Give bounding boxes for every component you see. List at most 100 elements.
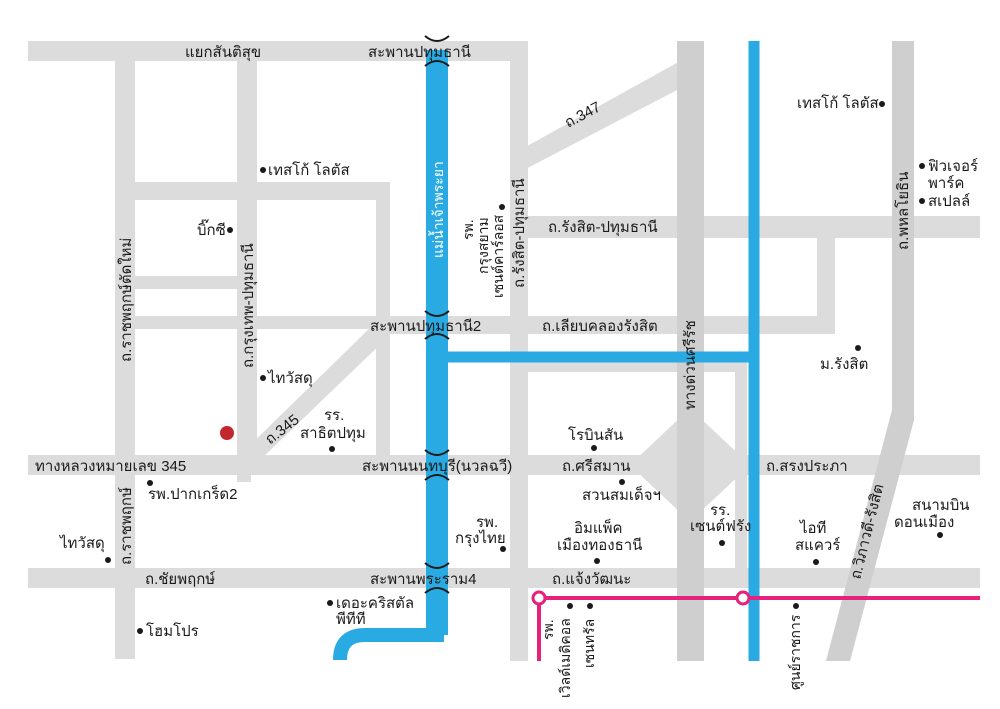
- road-345-diagonal: [240, 322, 390, 462]
- place-hosp-pakkret: รพ.ปากเกร็ด2: [148, 484, 238, 503]
- label-chaiyaphruek: ถ.ชัยพฤกษ์: [145, 571, 216, 588]
- place-tesco1: เทสโก้ โลตัส: [268, 161, 350, 179]
- bigc-dot: [227, 227, 233, 233]
- place-park: สวนสมเด็จฯ: [582, 485, 661, 504]
- river-koh-kret-bend: [333, 620, 444, 661]
- park-dot: [619, 479, 625, 485]
- govt-center-dot: [793, 603, 799, 609]
- place-hosp-krungthai-2: กรุงไทย: [455, 529, 506, 548]
- place-school-sarit-1: รร.: [324, 407, 344, 424]
- road-347: [520, 50, 700, 172]
- place-bigc: บิ๊กซี: [197, 219, 226, 239]
- label-krungthep-pathum: ถ.กรุงเทพ-ปทุมธานี: [240, 243, 258, 368]
- rail-pink-line: [531, 590, 980, 661]
- place-thaiwatsadu1: ไทวัสดุ: [267, 369, 313, 388]
- tesco1-dot: [260, 167, 266, 173]
- it-square-dot: [813, 559, 819, 565]
- place-central: เซนทรัล: [581, 619, 597, 668]
- label-bridge-top: สะพานปทุมธานี: [368, 44, 471, 62]
- label-phahon-yothin: ถ.พหลโยธิน: [894, 172, 912, 250]
- road-phahon-yothin: [892, 41, 914, 421]
- road-connector-east: [817, 216, 835, 334]
- bridge-symbol-2: [424, 310, 450, 340]
- school-stfrancis-dot: [719, 540, 725, 546]
- road-rangsit-pathum-vertical: [510, 41, 528, 661]
- label-river: แม่น้ำเจ้าพระยา: [428, 161, 446, 258]
- road-local-3: [115, 316, 385, 329]
- road-rangsit-pathum: [510, 216, 980, 238]
- label-hwy345: ทางหลวงหมายเลข 345: [35, 458, 186, 475]
- place-homepro: โฮมโปร: [146, 622, 199, 640]
- thaiwatsadu1-dot: [260, 375, 266, 381]
- thaiwatsadu2-dot: [105, 557, 111, 563]
- label-song-prapha: ถ.สรงประภา: [766, 458, 848, 475]
- homepro-dot: [137, 628, 143, 634]
- place-hosp-kasemrad-2: กรุงสยาม: [475, 217, 492, 274]
- crystal-dot: [327, 600, 333, 606]
- robinson-dot: [591, 445, 597, 451]
- place-crystal-2: พีทีที: [336, 611, 366, 628]
- place-school-sarit-2: สาธิตปทุม: [300, 425, 366, 443]
- label-si-saman: ถ.ศรีสมาน: [562, 458, 631, 475]
- label-khlong-rangsit: ถ.เลียบคลองรังสิต: [542, 318, 658, 335]
- bridge-symbol-3: [424, 449, 450, 481]
- hosp-pakkret-dot: [147, 480, 153, 486]
- expressway-srirat: [677, 41, 704, 661]
- place-crystal-1: เดอะคริสตัล: [336, 595, 414, 612]
- road-local-2: [115, 276, 240, 289]
- future-park-dot: [919, 163, 925, 169]
- label-bridge-nonthaburi: สะพานนนทบุรี(นวลฉวี): [362, 458, 512, 476]
- place-hosp-world-2: เวิลด์เมดิคอล: [557, 618, 573, 698]
- road-bridge2: [376, 316, 831, 334]
- bridge-symbol-top: [424, 35, 450, 67]
- label-chaeng-watthana: ถ.แจ้งวัฒนะ: [552, 571, 631, 588]
- place-school-stfrancis-2: เซนต์ฟรัง: [690, 518, 751, 535]
- place-hosp-krungthai-1: รพ.: [476, 514, 498, 531]
- place-robinson: โรบินสัน: [568, 426, 623, 444]
- place-rangsit-univ: ม.รังสิต: [820, 356, 868, 373]
- hosp-krungthai-dot: [500, 546, 506, 552]
- label-rangsit-pathum: ถ.รังสิต-ปทุมธานี: [548, 219, 658, 237]
- place-govt-center: ศูนย์ราชการ: [787, 614, 804, 690]
- bridge-symbols: [424, 35, 450, 594]
- label-bridge2: สะพานปทุมธานี2: [370, 318, 481, 336]
- label-bridge-rama4: สะพานพระราม4: [370, 571, 477, 588]
- school-sarit-dot: [329, 446, 335, 452]
- place-hosp-kasemrad-1: รพ.: [460, 219, 476, 240]
- place-it-square-2: สแควร์: [795, 537, 840, 554]
- road-local-1: [115, 182, 390, 200]
- impact-dot: [594, 558, 600, 564]
- label-koh-kret: เกาะเกร็ด: [358, 642, 417, 659]
- future-park-dot-2: [919, 198, 925, 204]
- road-local-5: [237, 470, 251, 482]
- place-future-park-1: ฟิวเจอร์: [928, 158, 978, 175]
- road-top: [28, 41, 528, 61]
- hosp-world-dot: [567, 603, 573, 609]
- place-impact-2: เมืองทองธานี: [557, 537, 642, 554]
- rail-station-2[interactable]: [735, 590, 751, 606]
- place-airport-2: ดอนเมือง: [894, 514, 954, 531]
- label-rangsit-pathum-v: ถ.รังสิต-ปทุมธานี: [511, 178, 529, 288]
- rail-station-1[interactable]: [531, 590, 547, 606]
- label-north: แยกสันติสุข: [185, 44, 261, 62]
- place-future-park-2: พาร์ค: [928, 175, 964, 192]
- label-expressway: ทางด่วนศรีรัช: [682, 320, 699, 410]
- tesco2-dot: [879, 101, 885, 107]
- place-it-square-1: ไอที: [799, 519, 826, 537]
- label-ratchaphruek: ถ.ราชพฤกษ์: [118, 487, 135, 565]
- road-krungthep-pathum: [237, 41, 257, 461]
- bridge-symbol-4: [424, 562, 450, 594]
- place-hosp-kasemrad-3: เซนต์คาร์ลอส: [490, 214, 506, 298]
- location-marker[interactable]: [220, 426, 234, 440]
- road-chaiyaphruek: [28, 568, 980, 588]
- place-thaiwatsadu2: ไทวัสดุ: [59, 534, 105, 553]
- place-airport-1: สนามบิน: [912, 497, 970, 514]
- place-school-stfrancis-1: รร.: [710, 502, 730, 519]
- central-dot: [587, 603, 593, 609]
- road-network: [28, 41, 980, 661]
- place-tesco2: เทสโก้ โลตัส: [797, 94, 879, 112]
- place-impact-1: อิมแพ็ค: [574, 518, 623, 537]
- places: เทสโก้ โลตัส บิ๊กซี ไทวัสดุ รร. สาธิตปทุ…: [59, 94, 978, 698]
- river-chao-phraya: [333, 41, 760, 661]
